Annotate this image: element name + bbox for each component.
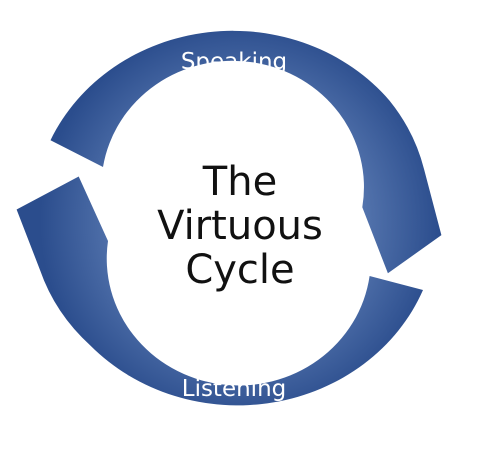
title-line-1: The (202, 159, 278, 205)
speaking-label: Speaking (181, 49, 287, 75)
listening-arrow (16, 176, 423, 406)
diagram-title: The Virtuous Cycle (140, 160, 340, 292)
title-line-3: Cycle (185, 247, 295, 293)
title-line-2: Virtuous (157, 203, 323, 249)
listening-label: Listening (182, 376, 287, 402)
speaking-arrow (50, 30, 442, 274)
